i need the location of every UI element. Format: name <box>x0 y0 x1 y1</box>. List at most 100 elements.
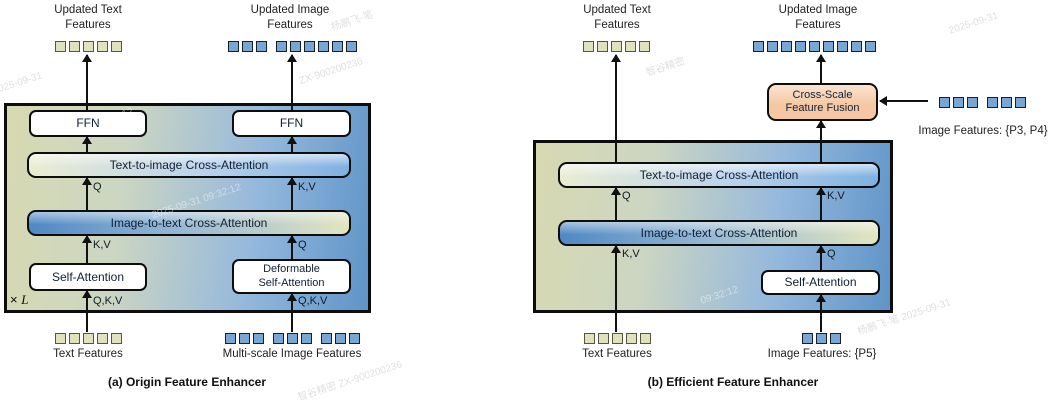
p5-image-features-label: Image Features: {P5} <box>767 348 877 360</box>
caption-b: (b) Efficient Feature Enhancer <box>647 375 819 389</box>
text-token-square <box>96 332 108 344</box>
text-token-square <box>611 332 623 344</box>
ffn-right-node: FFN <box>232 110 351 137</box>
updated-image-features-label-a: Updated Image Features <box>250 4 330 31</box>
text-feature-tokens-b <box>567 332 667 344</box>
image-token-square <box>227 40 239 52</box>
p3p4-image-tokens <box>922 96 1042 108</box>
image-token-square <box>272 332 284 344</box>
text-to-image-cross-attention-b: Text-to-image Cross-Attention <box>558 162 880 188</box>
updated-text-tokens-b <box>566 40 666 52</box>
arrow-b-csff-to-out <box>816 54 826 83</box>
image-token-square <box>252 332 264 344</box>
cross-scale-feature-fusion-node: Cross-Scale Feature Fusion <box>767 83 878 121</box>
text-token-square <box>597 332 609 344</box>
watermark-text: 智谷精密 ZX-900200236 <box>296 359 404 400</box>
image-token-square <box>320 332 332 344</box>
image-token-square <box>952 96 964 108</box>
caption-a: (a) Origin Feature Enhancer <box>107 375 267 389</box>
text-token-square <box>110 332 122 344</box>
image-token-square <box>938 96 950 108</box>
image-token-square <box>815 332 827 344</box>
arrow-a-dsa-to-i2t <box>287 235 297 259</box>
watermark-text: 2025-09-31 <box>0 70 44 97</box>
arrow-a-i2t-to-t2i-l <box>82 177 92 210</box>
edge-label-kv-a-left: K,V <box>93 239 111 251</box>
image-token-square <box>334 332 346 344</box>
watermark-text: 2025-09-31 09:32:12 <box>150 181 243 222</box>
image-token-square <box>837 40 848 52</box>
image-token-square <box>241 40 253 52</box>
text-token-square <box>96 40 108 52</box>
arrow-a-i2t-to-t2i-r <box>287 177 297 210</box>
image-token-square <box>865 40 876 52</box>
text-token-square <box>82 332 94 344</box>
p5-image-tokens <box>781 332 861 344</box>
text-features-label-a: Text Features <box>53 348 123 360</box>
updated-image-tokens-a <box>222 40 362 52</box>
multiscale-image-tokens <box>222 332 362 344</box>
image-token-square <box>303 40 315 52</box>
image-token-square <box>795 40 806 52</box>
edge-label-kv-a-right: K,V <box>298 181 316 193</box>
watermark-text: ZX-900200236 <box>297 56 365 87</box>
text-token-square <box>582 40 594 52</box>
multiscale-image-features-label: Multi-scale Image Features <box>222 348 362 360</box>
text-token-square <box>54 40 66 52</box>
arrow-a-ffn-to-out-l <box>82 54 92 110</box>
watermark-text: 杨鹏飞-笔 <box>329 9 375 34</box>
image-to-text-cross-attention-b: Image-to-text Cross-Attention <box>558 220 880 246</box>
arrow-a-t2i-to-ffn-l <box>82 136 92 152</box>
self-attention-node-a: Self-Attention <box>29 263 147 291</box>
image-token-square <box>829 332 841 344</box>
text-token-square <box>110 40 122 52</box>
watermark-text: 09:32:12 <box>94 106 135 129</box>
watermark-text: 09:32:12 <box>699 284 740 307</box>
arrow-a-text-in <box>82 290 92 332</box>
image-token-square <box>255 40 267 52</box>
updated-text-features-label-b: Updated Text Features <box>583 4 651 31</box>
edge-label-q-a-left: Q <box>93 181 102 193</box>
text-token-square <box>610 40 622 52</box>
arrow-a-img-in <box>287 293 297 332</box>
image-token-square <box>986 96 998 108</box>
image-token-square <box>331 40 343 52</box>
loop-times-label: × L <box>10 292 28 308</box>
image-token-square <box>224 332 236 344</box>
text-token-square <box>638 40 650 52</box>
image-token-square <box>753 40 764 52</box>
edge-label-qkv-a-left: Q,K,V <box>93 295 123 307</box>
text-token-square <box>82 40 94 52</box>
edge-label-qkv-a-right: Q,K,V <box>298 295 328 307</box>
arrow-b-t2i-to-out-l <box>611 54 621 162</box>
text-token-square <box>54 332 66 344</box>
edge-label-kv-b-right: K,V <box>827 190 845 202</box>
arrow-b-sa-to-i2t <box>816 245 826 270</box>
deformable-self-attention-node: Deformable Self-Attention <box>232 259 351 294</box>
p3p4-image-features-label: Image Features: {P3, P4} <box>918 125 1048 137</box>
self-attention-node-b: Self-Attention <box>761 270 880 295</box>
image-token-square <box>851 40 862 52</box>
arrow-a-t2i-to-ffn-r <box>287 136 297 152</box>
image-token-square <box>289 40 301 52</box>
image-token-square <box>767 40 778 52</box>
image-token-square <box>801 332 813 344</box>
arrow-b-i2t-to-t2i-r <box>816 187 826 220</box>
arrow-b-img-in <box>816 294 826 332</box>
edge-label-q-a-right: Q <box>298 239 307 251</box>
image-token-square <box>348 332 360 344</box>
arrow-a-sa-to-i2t <box>82 235 92 263</box>
watermark-text: 2025-09-31 <box>947 10 1000 37</box>
image-token-square <box>238 332 250 344</box>
image-token-square <box>781 40 792 52</box>
text-features-label-b: Text Features <box>582 348 652 360</box>
image-token-square <box>286 332 298 344</box>
image-to-text-cross-attention-a: Image-to-text Cross-Attention <box>27 210 351 236</box>
text-token-square <box>583 332 595 344</box>
arrow-b-text-in <box>611 245 621 332</box>
image-token-square <box>1014 96 1026 108</box>
text-token-square <box>68 40 80 52</box>
